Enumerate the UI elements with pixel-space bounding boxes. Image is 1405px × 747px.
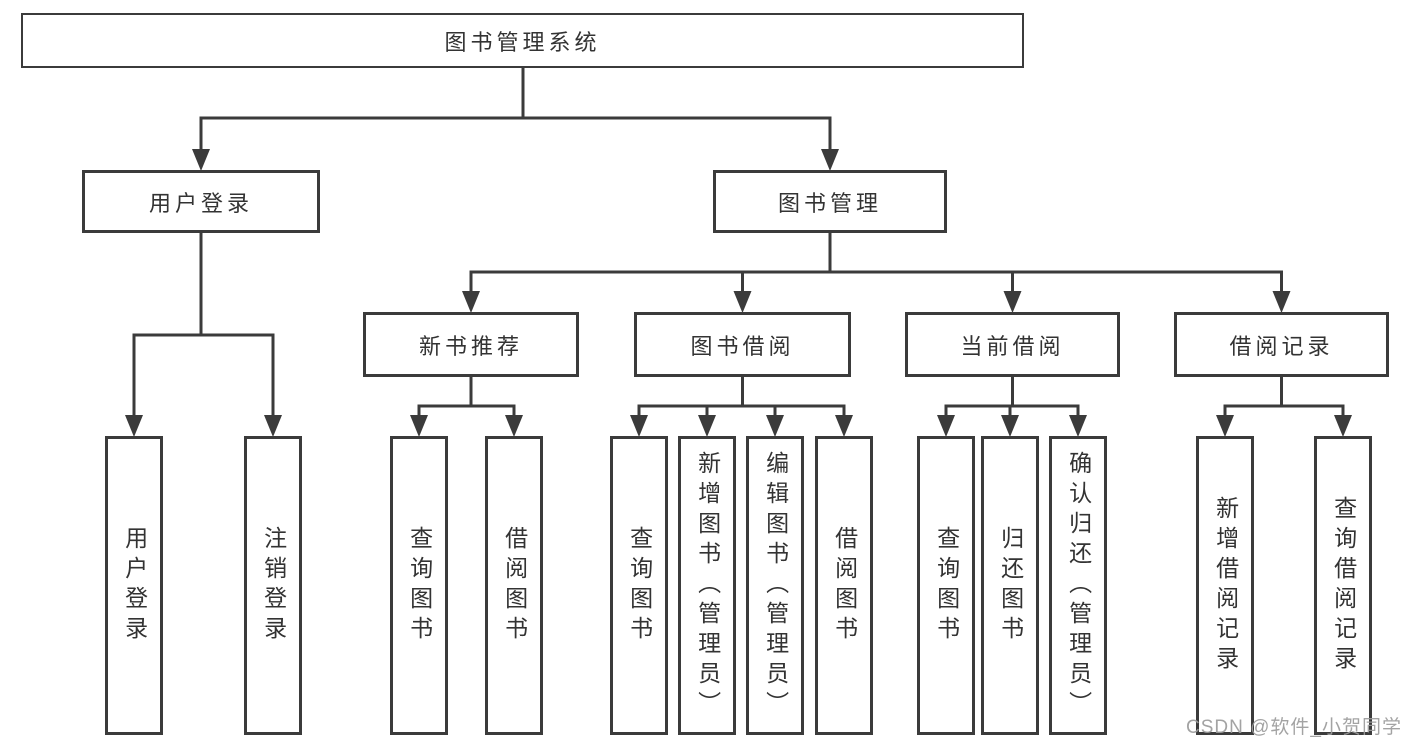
leaf-add-borrow-record-label: 新增借阅记录	[1212, 495, 1239, 676]
node-root-label: 图书管理系统	[444, 29, 601, 55]
node-book-borrowing-label: 图书借阅	[690, 333, 795, 359]
leaf-query-borrow-record-label: 查询借阅记录	[1330, 495, 1357, 676]
leaf-edit-book-admin: 编辑图书（管理员）	[746, 436, 804, 735]
leaf-confirm-return-admin: 确认归还（管理员）	[1049, 436, 1107, 735]
node-book-management: 图书管理	[713, 170, 947, 233]
node-current-borrowing-label: 当前借阅	[960, 333, 1065, 359]
leaf-borrow-books-borrowing-label: 借阅图书	[831, 525, 858, 646]
leaf-add-book-admin: 新增图书（管理员）	[678, 436, 736, 735]
leaf-return-book-label: 归还图书	[997, 525, 1024, 646]
leaf-query-books-borrowing: 查询图书	[610, 436, 668, 735]
leaf-confirm-return-admin-label: 确认归还（管理员）	[1065, 450, 1092, 721]
arrowheads	[125, 149, 1352, 437]
node-new-book-recommend-label: 新书推荐	[418, 333, 523, 359]
leaf-borrow-books-recommend-label: 借阅图书	[501, 525, 528, 646]
leaf-query-books-current-label: 查询图书	[933, 525, 960, 646]
leaf-query-books-current: 查询图书	[917, 436, 975, 735]
leaf-logout-label: 注销登录	[260, 525, 287, 646]
leaf-query-books-recommend: 查询图书	[390, 436, 448, 735]
leaf-borrow-books-borrowing: 借阅图书	[815, 436, 873, 735]
leaf-user-login-label: 用户登录	[121, 525, 148, 646]
leaf-add-borrow-record: 新增借阅记录	[1196, 436, 1254, 735]
leaf-query-books-recommend-label: 查询图书	[406, 525, 433, 646]
leaf-add-book-admin-label: 新增图书（管理员）	[694, 450, 721, 721]
node-current-borrowing: 当前借阅	[905, 312, 1120, 377]
leaf-borrow-books-recommend: 借阅图书	[485, 436, 543, 735]
node-user-login-label: 用户登录	[148, 190, 253, 216]
node-root: 图书管理系统	[21, 13, 1024, 68]
leaf-logout: 注销登录	[244, 436, 302, 735]
node-book-borrowing: 图书借阅	[634, 312, 851, 377]
node-user-login: 用户登录	[82, 170, 320, 233]
node-new-book-recommend: 新书推荐	[363, 312, 579, 377]
node-borrowing-records: 借阅记录	[1174, 312, 1389, 377]
leaf-user-login: 用户登录	[105, 436, 163, 735]
leaf-return-book: 归还图书	[981, 436, 1039, 735]
leaf-query-borrow-record: 查询借阅记录	[1314, 436, 1372, 735]
node-borrowing-records-label: 借阅记录	[1229, 333, 1334, 359]
node-book-management-label: 图书管理	[777, 190, 882, 216]
leaf-query-books-borrowing-label: 查询图书	[626, 525, 653, 646]
leaf-edit-book-admin-label: 编辑图书（管理员）	[762, 450, 789, 721]
